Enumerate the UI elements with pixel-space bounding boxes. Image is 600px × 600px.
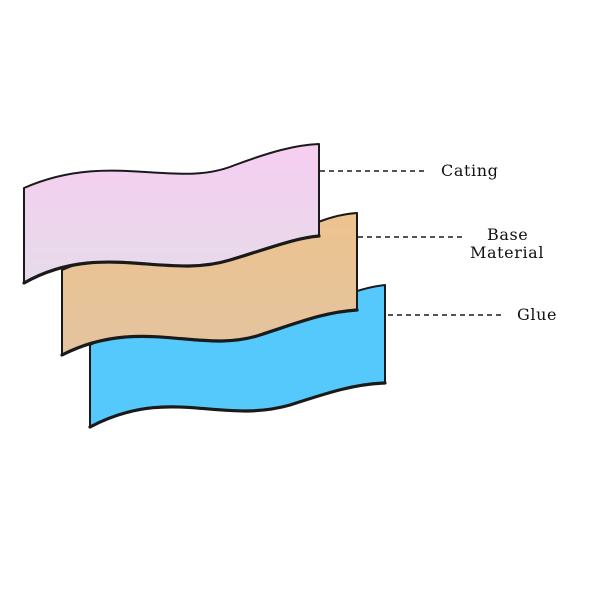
cating-edge-shadow bbox=[22, 234, 321, 285]
base-material-label-line-2: Material bbox=[470, 243, 544, 262]
base-material-edge-shadow bbox=[60, 308, 359, 357]
cating-label: Cating bbox=[441, 161, 498, 180]
glue-label: Glue bbox=[517, 305, 557, 324]
cating-layer bbox=[22, 143, 321, 285]
glue-edge-shadow bbox=[88, 381, 387, 429]
base-material-layer bbox=[60, 212, 359, 357]
base-material-label-line-1: Base bbox=[487, 225, 528, 244]
